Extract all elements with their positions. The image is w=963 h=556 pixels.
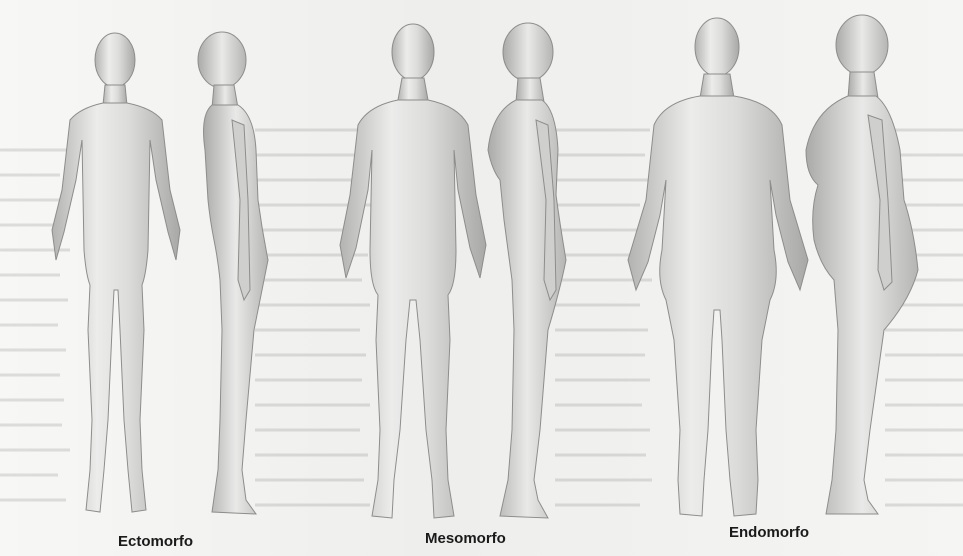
- mesomorph-caption: Mesomorfo: [425, 530, 506, 547]
- endomorph-caption: Endomorfo: [729, 524, 809, 541]
- ectomorph-front-figure: [52, 33, 180, 512]
- endomorph-side-figure: [806, 15, 918, 514]
- mesomorph-front-figure: [340, 24, 486, 518]
- endomorph-front-figure: [628, 18, 808, 516]
- mesomorph-side-figure: [488, 23, 566, 518]
- ectomorph-side-figure: [198, 32, 268, 514]
- ectomorph-caption: Ectomorfo: [118, 533, 193, 550]
